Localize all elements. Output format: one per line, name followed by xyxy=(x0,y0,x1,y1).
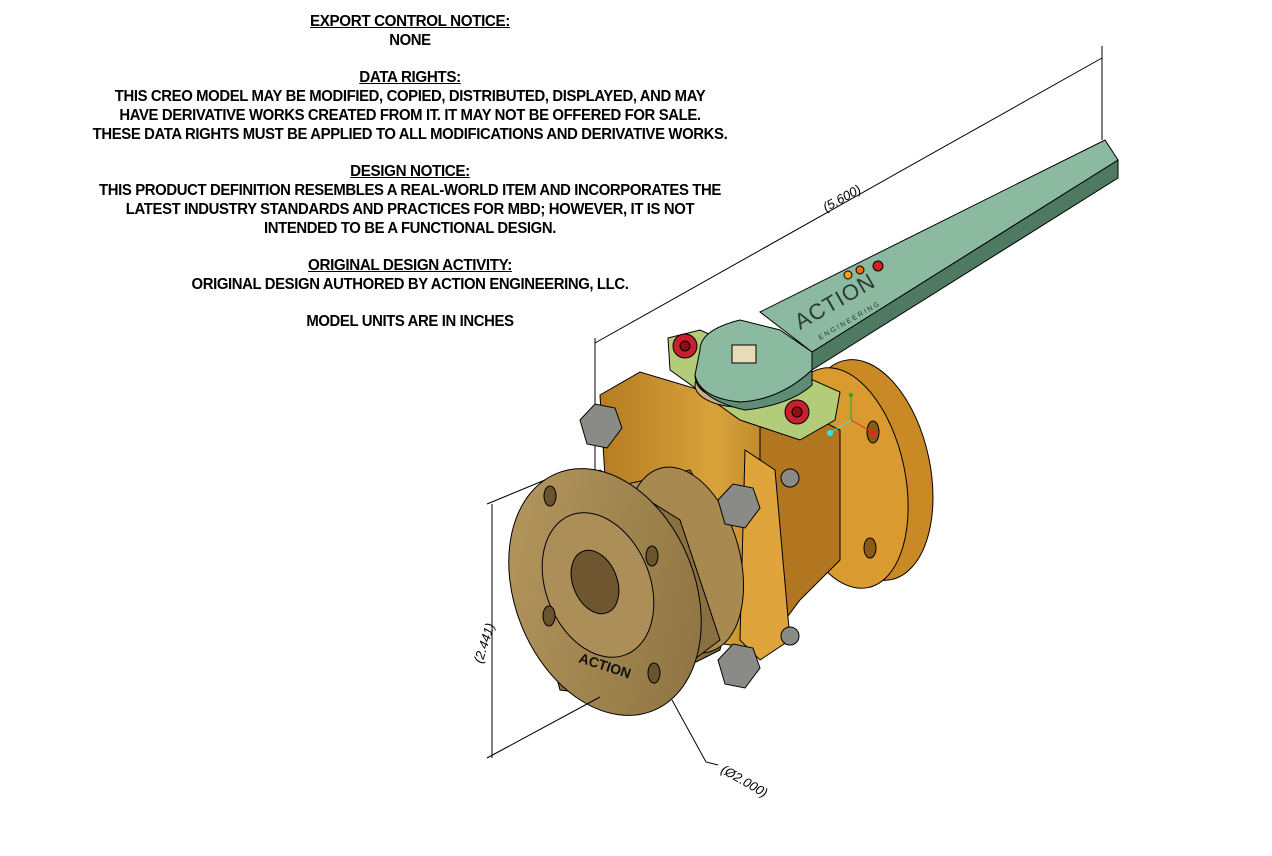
model-notes: EXPORT CONTROL NOTICE: NONE DATA RIGHTS:… xyxy=(10,12,810,349)
bolt-icon xyxy=(717,643,761,689)
notice-line: LATEST INDUSTRY STANDARDS AND PRACTICES … xyxy=(125,201,695,218)
diameter-dimension-text: (Ø2.000) xyxy=(719,762,771,801)
data-rights-notice: DATA RIGHTS: THIS CREO MODEL MAY BE MODI… xyxy=(10,68,810,144)
notice-line: NONE xyxy=(389,32,431,49)
design-notice: DESIGN NOTICE: THIS PRODUCT DEFINITION R… xyxy=(10,162,810,238)
bolts xyxy=(579,403,800,689)
height-dimension-text: (2.441) xyxy=(471,621,498,665)
coordinate-triad-icon xyxy=(827,393,876,436)
model-units-note: MODEL UNITS ARE IN INCHES xyxy=(10,312,810,331)
notice-line: HAVE DERIVATIVE WORKS CREATED FROM IT. I… xyxy=(119,107,701,124)
length-dimension-text: (5.600) xyxy=(820,182,863,215)
original-design-activity: ORIGINAL DESIGN ACTIVITY: ORIGINAL DESIG… xyxy=(10,256,810,294)
notice-heading: EXPORT CONTROL NOTICE: xyxy=(310,13,510,30)
height-dimension[interactable] xyxy=(486,479,601,759)
notice-line: THESE DATA RIGHTS MUST BE APPLIED TO ALL… xyxy=(92,126,728,143)
diameter-dimension[interactable] xyxy=(671,699,719,766)
notice-line: ORIGINAL DESIGN AUTHORED BY ACTION ENGIN… xyxy=(191,276,629,293)
notice-line: THIS CREO MODEL MAY BE MODIFIED, COPIED,… xyxy=(114,88,706,105)
left-flange: ACTION xyxy=(508,466,745,716)
notice-line: MODEL UNITS ARE IN INCHES xyxy=(306,313,514,330)
notice-line: THIS PRODUCT DEFINITION RESEMBLES A REAL… xyxy=(99,182,721,199)
notice-heading: ORIGINAL DESIGN ACTIVITY: xyxy=(308,257,512,274)
notice-heading: DATA RIGHTS: xyxy=(359,69,461,86)
export-control-notice: EXPORT CONTROL NOTICE: NONE xyxy=(10,12,810,50)
notice-heading: DESIGN NOTICE: xyxy=(350,163,470,180)
valve-handle[interactable]: ACTION ENGINEERING xyxy=(694,139,1119,411)
bolt-icon xyxy=(579,403,623,449)
bolt-icon xyxy=(717,483,761,529)
notice-line: INTENDED TO BE A FUNCTIONAL DESIGN. xyxy=(263,220,557,237)
